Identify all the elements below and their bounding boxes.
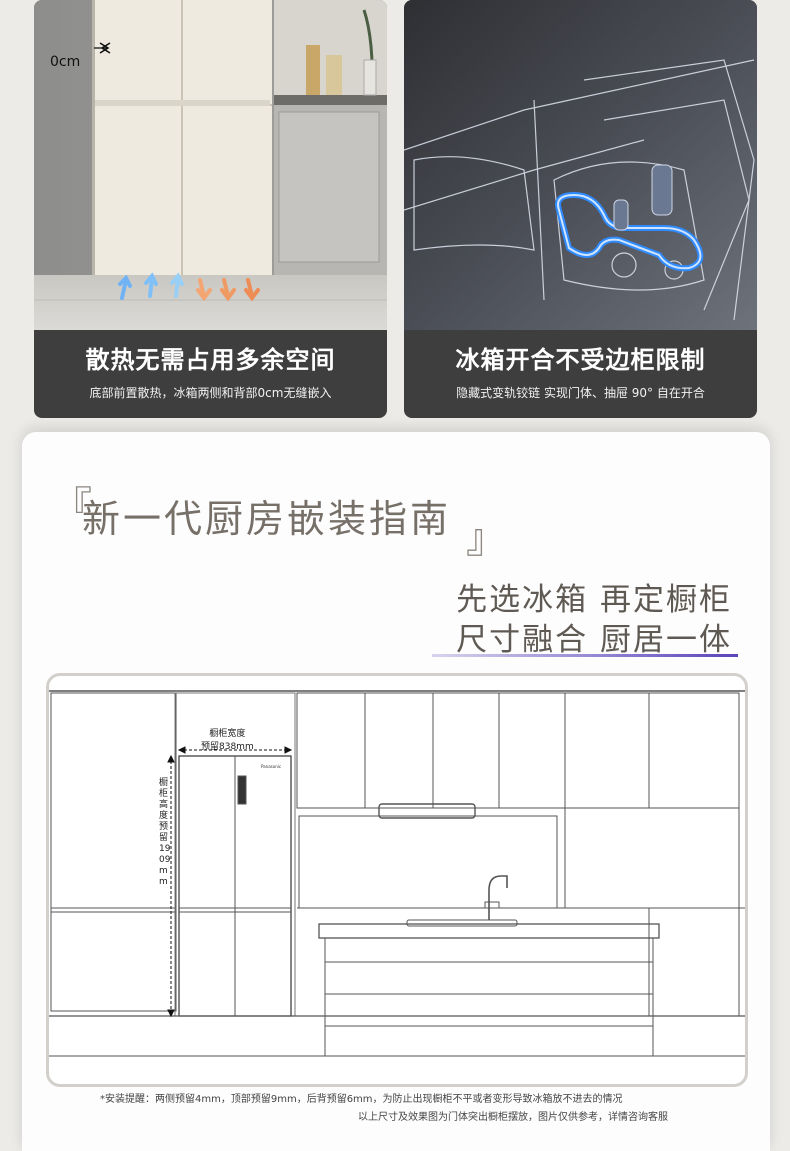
guide-title: 新一代厨房嵌装指南	[82, 497, 452, 541]
width-label-line1: 橱柜宽度	[209, 729, 246, 739]
install-note-line2: 以上尺寸及效果图为门体突出橱柜摆放，图片仅供参考，详情咨询客服	[358, 1112, 668, 1123]
fridge-in-cabinet-photo: 0cm	[34, 0, 387, 330]
height-label: 橱柜高度预留1909mm	[159, 778, 171, 887]
width-label-line2: 预留838mm	[201, 742, 254, 752]
title-bracket-close: 』	[466, 516, 506, 562]
feature-title: 冰箱开合不受边柜限制	[455, 346, 706, 374]
feature-title: 散热无需占用多余空间	[85, 346, 336, 374]
feature-card-heat-dissipation: 0cm 散热无需占用多余空间 底部前置散热，冰箱两侧和背部0cm无缝嵌入	[34, 0, 387, 418]
kitchen-diagram: 橱柜宽度 预留838mm 橱柜高度预留1909mm Panasonic	[46, 673, 748, 1087]
install-note-line1: *安装提醒：两侧预留4mm，顶部预留9mm，后背预留6mm，为防止出现橱柜不平或…	[100, 1094, 623, 1105]
feature-card-hinge: 冰箱开合不受边柜限制 隐藏式变轨铰链 实现门体、抽屉 90° 自在开合	[404, 0, 757, 418]
width-label: 橱柜宽度 预留838mm	[201, 728, 254, 754]
fridge-photo-illustration	[34, 0, 387, 330]
kitchen-line-art	[49, 690, 745, 1057]
slogan-line-1: 先选冰箱 再定橱柜	[456, 582, 732, 618]
gap-label: 0cm	[50, 54, 81, 70]
hinge-illustration	[404, 0, 757, 330]
feature-subtitle: 隐藏式变轨铰链 实现门体、抽屉 90° 自在开合	[456, 386, 705, 400]
feature-subtitle: 底部前置散热，冰箱两侧和背部0cm无缝嵌入	[89, 386, 332, 400]
title-bracket-open: 『	[52, 484, 92, 530]
hinge-xray-photo	[404, 0, 757, 330]
slogan-underline	[432, 654, 738, 657]
slogan-line-2: 尺寸融合 厨居一体	[456, 622, 732, 658]
brand-mark: Panasonic	[261, 764, 282, 769]
